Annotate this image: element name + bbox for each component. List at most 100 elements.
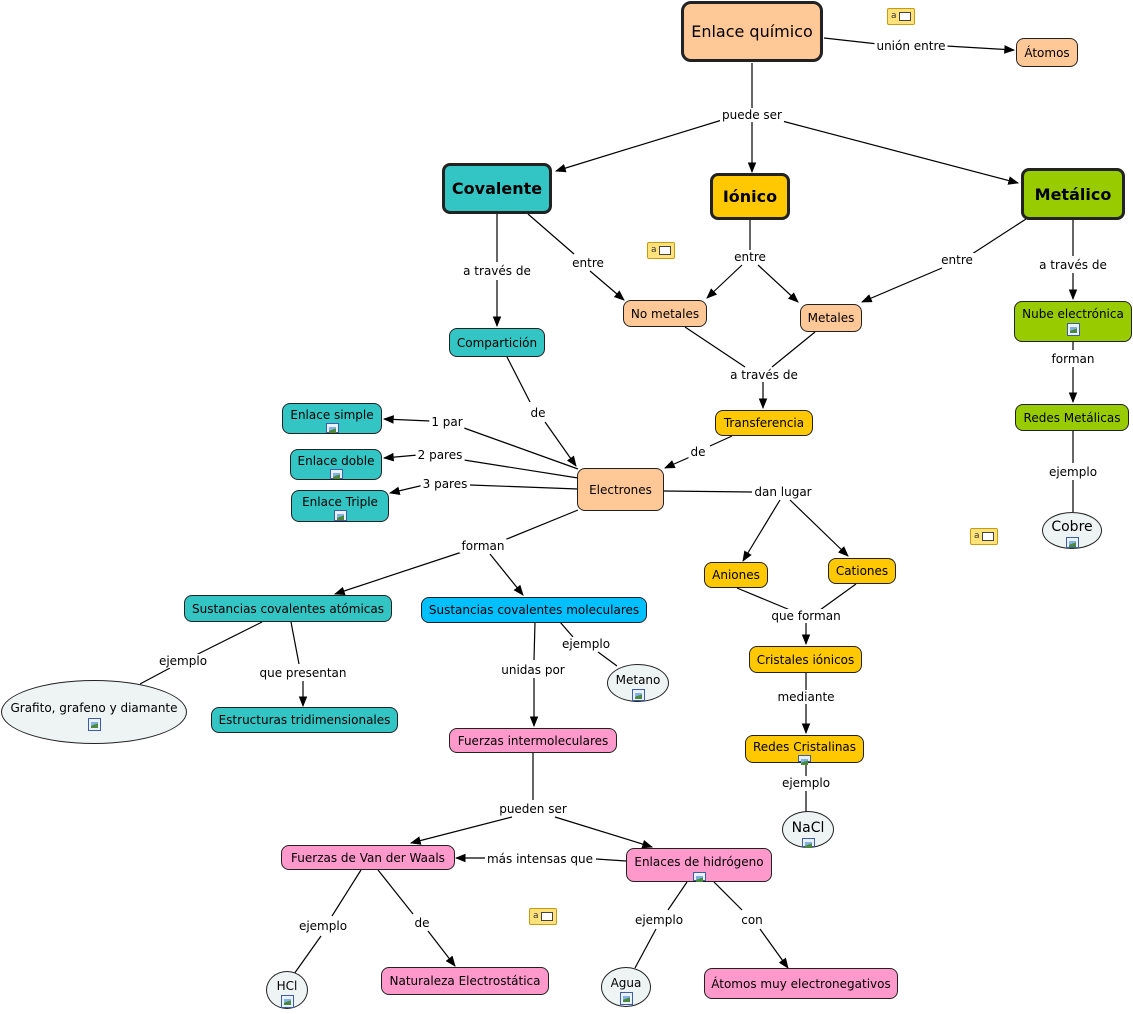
node-agua[interactable]: Agua bbox=[601, 967, 651, 1007]
link-label: entre bbox=[570, 256, 606, 270]
image-icon[interactable] bbox=[87, 718, 101, 731]
node-metano[interactable]: Metano bbox=[607, 664, 669, 702]
image-icon[interactable] bbox=[1066, 323, 1080, 336]
node-label: Enlaces de hidrógeno bbox=[634, 855, 764, 869]
node-estructuras-tridimensionales[interactable]: Estructuras tridimensionales bbox=[211, 707, 398, 733]
link-label: entre bbox=[732, 250, 768, 264]
node-covalente[interactable]: Covalente bbox=[442, 163, 552, 214]
link-label: dan lugar bbox=[752, 485, 814, 499]
image-icon[interactable] bbox=[798, 755, 811, 765]
link-label: 3 pares bbox=[420, 477, 470, 491]
node-naturaleza-electrostatica[interactable]: Naturaleza Electrostática bbox=[381, 967, 549, 995]
node-label: Nube electrónica bbox=[1022, 307, 1124, 321]
node-enlace-triple[interactable]: Enlace Triple bbox=[291, 490, 389, 522]
node-fuerzas-intermoleculares[interactable]: Fuerzas intermoleculares bbox=[449, 728, 617, 753]
node-electrones[interactable]: Electrones bbox=[577, 468, 664, 511]
node-nacl[interactable]: NaCl bbox=[782, 811, 834, 848]
node-label: Enlace simple bbox=[290, 408, 374, 422]
node-label: Iónico bbox=[722, 187, 778, 206]
node-nube-electronica[interactable]: Nube electrónica bbox=[1014, 301, 1132, 342]
link-label: ejemplo bbox=[779, 776, 833, 790]
node-fuerzas-van-der-waals[interactable]: Fuerzas de Van der Waals bbox=[281, 845, 455, 870]
node-label: Electrones bbox=[589, 482, 652, 497]
image-icon[interactable] bbox=[333, 510, 347, 521]
node-label: Sustancias covalentes moleculares bbox=[428, 603, 640, 617]
link-label: a través de bbox=[728, 368, 800, 382]
image-icon[interactable] bbox=[325, 423, 339, 433]
link-label: puede ser bbox=[720, 108, 784, 122]
node-enlace-simple[interactable]: Enlace simple bbox=[282, 403, 382, 434]
link-label: ejemplo bbox=[632, 913, 686, 927]
node-transferencia[interactable]: Transferencia bbox=[715, 410, 813, 436]
image-icon[interactable] bbox=[801, 838, 815, 848]
node-metalico[interactable]: Metálico bbox=[1021, 168, 1125, 220]
node-label: Fuerzas de Van der Waals bbox=[291, 850, 445, 865]
image-icon[interactable] bbox=[1065, 537, 1079, 548]
link-label: forman bbox=[1049, 352, 1097, 366]
node-aniones[interactable]: Aniones bbox=[704, 562, 768, 588]
link-label: unidas por bbox=[499, 663, 567, 677]
node-redes-metalicas[interactable]: Redes Metálicas bbox=[1015, 404, 1129, 431]
node-grafito[interactable]: Grafito, grafeno y diamante bbox=[1, 680, 187, 744]
node-cationes[interactable]: Cationes bbox=[828, 558, 896, 584]
node-atomos-electronegativos[interactable]: Átomos muy electronegativos bbox=[704, 968, 898, 999]
node-sustancias-covalentes-moleculares[interactable]: Sustancias covalentes moleculares bbox=[421, 597, 647, 623]
node-label: Cationes bbox=[835, 564, 889, 578]
link-label: ejemplo bbox=[1046, 465, 1100, 479]
node-label: Fuerzas intermoleculares bbox=[457, 733, 609, 748]
annotation-note-icon[interactable]: a bbox=[529, 908, 557, 925]
image-icon[interactable] bbox=[329, 469, 343, 479]
node-label: Naturaleza Electrostática bbox=[389, 974, 541, 988]
link-label: más intensas que bbox=[484, 852, 596, 866]
node-label: Agua bbox=[610, 976, 642, 990]
annotation-note-icon[interactable]: a bbox=[647, 242, 675, 259]
node-no-metales[interactable]: No metales bbox=[623, 300, 707, 327]
node-cobre[interactable]: Cobre bbox=[1042, 512, 1102, 549]
node-metales[interactable]: Metales bbox=[800, 304, 862, 332]
link-label: 2 pares bbox=[415, 448, 465, 462]
node-enlace-doble[interactable]: Enlace doble bbox=[290, 449, 382, 480]
link-label: entre bbox=[939, 253, 975, 267]
annotation-note-icon[interactable]: a bbox=[887, 8, 915, 25]
link-label: que presentan bbox=[257, 666, 349, 680]
node-label: HCl bbox=[276, 979, 298, 993]
node-label: Transferencia bbox=[723, 416, 805, 430]
node-label: Átomos bbox=[1024, 45, 1070, 60]
link-label: con bbox=[739, 913, 765, 927]
annotation-note-icon[interactable]: a bbox=[970, 528, 998, 545]
node-sustancias-covalentes-atomicas[interactable]: Sustancias covalentes atómicas bbox=[184, 595, 392, 622]
node-hcl[interactable]: HCl bbox=[266, 971, 308, 1009]
node-label: Cobre bbox=[1051, 519, 1093, 535]
link-label: pueden ser bbox=[497, 802, 569, 816]
node-enlaces-hidrogeno[interactable]: Enlaces de hidrógeno bbox=[626, 848, 772, 882]
node-atomos[interactable]: Átomos bbox=[1016, 38, 1078, 67]
node-ionico[interactable]: Iónico bbox=[710, 173, 790, 220]
node-redes-cristalinas[interactable]: Redes Cristalinas bbox=[745, 735, 864, 765]
node-label: Sustancias covalentes atómicas bbox=[192, 601, 384, 616]
link-label: que forman bbox=[769, 609, 843, 623]
image-icon[interactable] bbox=[280, 995, 294, 1008]
link-label: mediante bbox=[775, 690, 837, 704]
node-label: Aniones bbox=[712, 568, 760, 582]
node-cristales-ionicos[interactable]: Cristales iónicos bbox=[749, 646, 862, 673]
node-comparticion[interactable]: Compartición bbox=[449, 328, 545, 357]
node-label: Covalente bbox=[451, 179, 543, 198]
link-label: de bbox=[528, 406, 548, 420]
link-label: ejemplo bbox=[559, 637, 613, 651]
image-icon[interactable] bbox=[692, 872, 706, 882]
node-label: Redes Cristalinas bbox=[752, 740, 857, 754]
image-icon[interactable] bbox=[619, 992, 633, 1005]
node-label: Enlace Triple bbox=[302, 495, 378, 509]
link-label: unión entre bbox=[874, 39, 948, 53]
node-label: Enlace químico bbox=[691, 22, 813, 41]
node-label: Redes Metálicas bbox=[1023, 410, 1121, 425]
node-label: Enlace doble bbox=[297, 454, 375, 468]
image-icon[interactable] bbox=[631, 689, 645, 701]
node-enlace-quimico[interactable]: Enlace químico bbox=[681, 1, 823, 62]
link-label: ejemplo bbox=[296, 919, 350, 933]
link-label: 1 par bbox=[429, 415, 465, 429]
node-label: Metales bbox=[807, 311, 855, 325]
node-label: Átomos muy electronegativos bbox=[711, 976, 891, 991]
link-label: a través de bbox=[1037, 258, 1109, 272]
